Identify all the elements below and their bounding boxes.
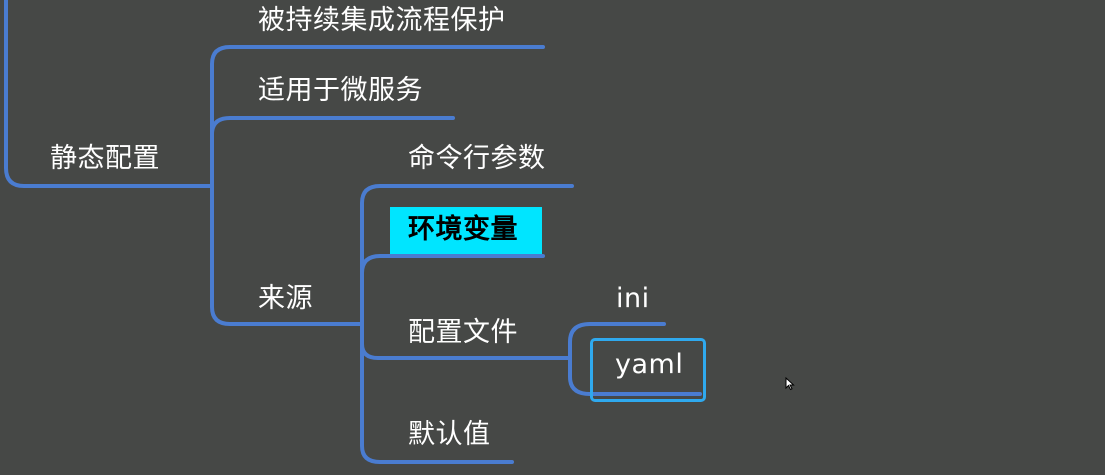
connector-parent-root	[4, 0, 214, 188]
mindmap-node-yaml[interactable]: yaml	[590, 338, 706, 402]
connector-file-yaml	[568, 356, 702, 396]
connector-source-default	[360, 322, 514, 464]
mindmap-node-default-value[interactable]: 默认值	[408, 419, 491, 450]
mindmap-node-config-file[interactable]: 配置文件	[408, 317, 518, 348]
connector-root-microservice	[210, 116, 455, 188]
connector-root-ci	[210, 45, 545, 188]
mindmap-node-ini[interactable]: ini	[616, 283, 650, 314]
mindmap-node-microservices[interactable]: 适用于微服务	[258, 75, 423, 106]
connector-root-source	[210, 184, 364, 326]
mindmap-node-ci-protection[interactable]: 被持续集成流程保护	[258, 5, 506, 36]
mindmap-root-node[interactable]: 静态配置	[50, 143, 160, 174]
mindmap-node-env-vars[interactable]: 环境变量	[390, 207, 542, 254]
mouse-pointer-icon	[785, 377, 795, 391]
connector-source-cli	[360, 184, 574, 326]
mindmap-node-source[interactable]: 来源	[258, 283, 313, 314]
connector-file-ini	[568, 322, 666, 360]
mindmap-node-cli-args[interactable]: 命令行参数	[408, 143, 546, 174]
connector-source-env	[360, 254, 545, 326]
